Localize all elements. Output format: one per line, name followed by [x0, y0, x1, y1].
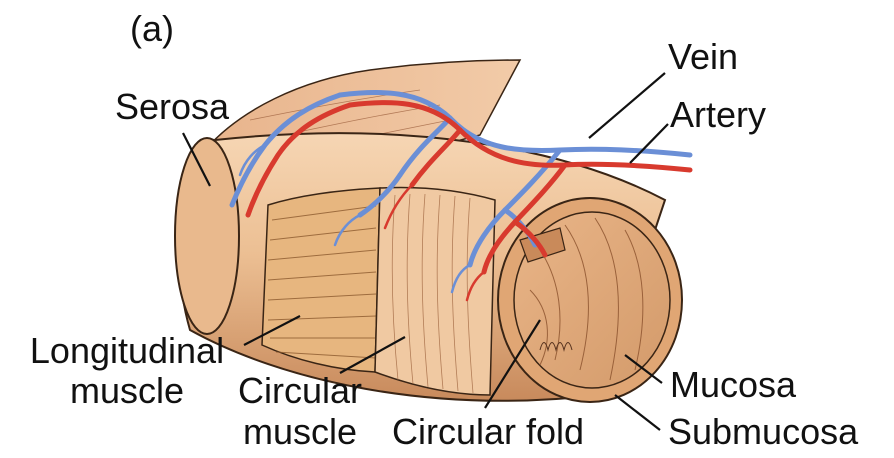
circular-muscle-label-line1: Circular — [225, 372, 375, 410]
circular-muscle-label-line2: muscle — [225, 413, 375, 451]
vein-label: Vein — [668, 38, 738, 76]
mucosa-label: Mucosa — [670, 366, 796, 404]
submucosa-leader — [615, 395, 660, 430]
submucosa-label: Submucosa — [668, 413, 858, 451]
panel-label: (a) — [130, 10, 174, 48]
serosa-label: Serosa — [115, 88, 229, 126]
artery-label: Artery — [670, 96, 766, 134]
longitudinal-muscle-label-line2: muscle — [12, 372, 242, 410]
longitudinal-muscle-label-line1: Longitudinal — [12, 332, 242, 370]
tube-left-end — [175, 138, 239, 334]
circular-muscle-band — [375, 188, 495, 396]
circular-fold-label: Circular fold — [392, 413, 584, 451]
vein-leader — [589, 73, 665, 138]
artery-leader — [630, 124, 668, 163]
